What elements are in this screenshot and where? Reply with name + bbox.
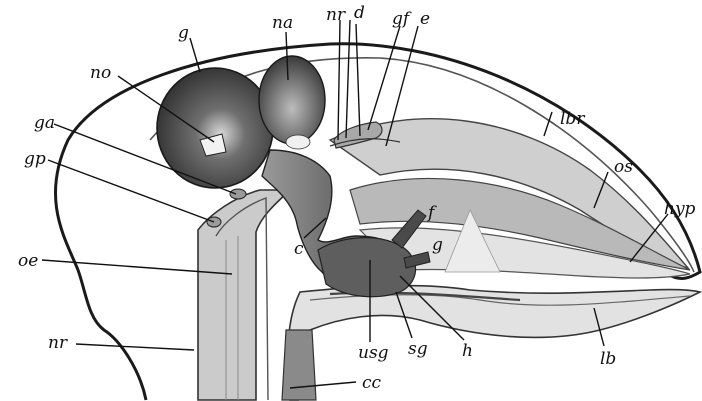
label-gp: gp [24, 149, 46, 169]
label-oe: oe [18, 251, 38, 271]
label-lbr: lbr [560, 109, 585, 129]
antennal-lobe-na [259, 56, 325, 144]
label-os: os [614, 157, 633, 177]
label-h: h [462, 341, 473, 361]
connective-cc [282, 330, 316, 400]
label-g: g [178, 23, 189, 43]
label-na: na [272, 13, 293, 33]
label-sg: sg [408, 339, 428, 359]
ganglion-ga [230, 189, 246, 199]
label-ga: ga [34, 113, 55, 133]
label-g-lower: g [432, 235, 443, 255]
label-nr-left: nr [48, 333, 68, 353]
label-c: c [294, 239, 304, 259]
na-highlight [286, 135, 310, 149]
label-no: no [90, 63, 111, 83]
label-hyp: hyp [664, 199, 696, 219]
label-e: e [420, 9, 430, 29]
label-cc: cc [362, 373, 382, 393]
label-gf: gf [392, 9, 412, 29]
label-d: d [354, 3, 365, 23]
label-lb: lb [600, 349, 616, 369]
label-nr-top: nr [326, 5, 346, 25]
label-usg: usg [358, 343, 389, 363]
